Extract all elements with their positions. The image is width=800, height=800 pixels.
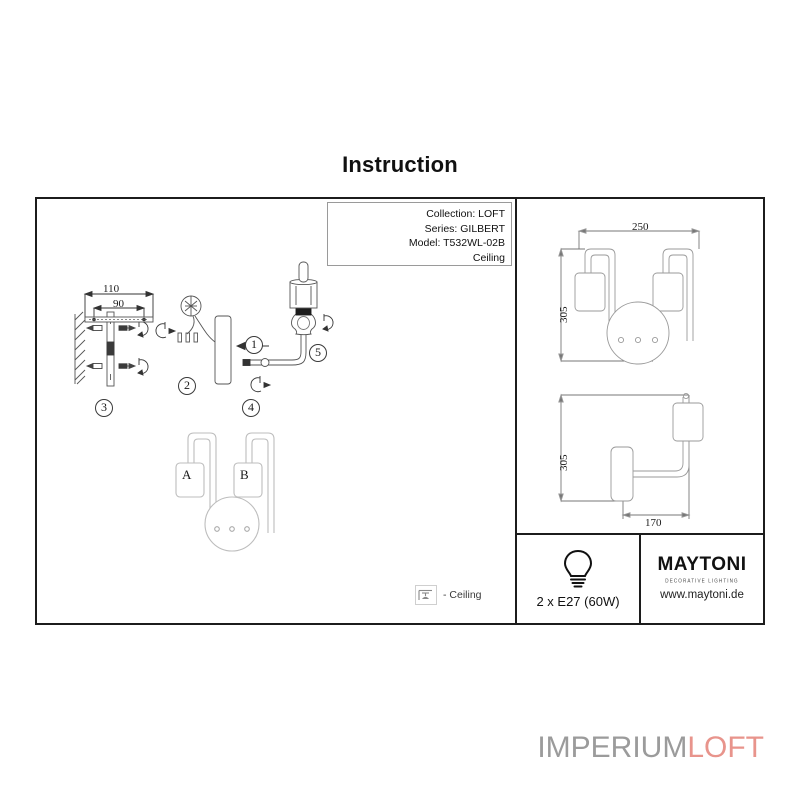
- lamp-spec-text: 2 x E27 (60W): [536, 593, 620, 609]
- product-mounting: Ceiling: [472, 251, 505, 264]
- side-view-height-dim: 305: [558, 454, 570, 472]
- lamp-overview-diagram: [175, 432, 275, 552]
- bracket-dimension-detail: [83, 290, 155, 323]
- instruction-sheet: Collection: LOFT Series: GILBERT Model: …: [35, 197, 765, 625]
- brand-url[interactable]: www.maytoni.de: [660, 589, 744, 601]
- product-series: Series: GILBERT: [424, 222, 505, 235]
- lamp-spec-cell: 2 x E27 (60W): [517, 535, 639, 621]
- callout-step-2: 2: [178, 377, 196, 395]
- lamp-label-b: B: [240, 467, 249, 482]
- light-bulb-icon: [561, 548, 595, 590]
- ceiling-mount-glyph: [418, 589, 432, 600]
- callout-step-1: 1: [245, 336, 263, 354]
- callout-step-5: 5: [309, 344, 327, 362]
- legend-ceiling: - Ceiling: [415, 585, 482, 605]
- page-title: Instruction: [342, 152, 458, 177]
- product-collection: Collection: LOFT: [426, 208, 505, 220]
- front-view-drawing: [558, 228, 701, 365]
- ceiling-mount-icon: [415, 585, 437, 605]
- legend-ceiling-label: - Ceiling: [443, 589, 482, 601]
- front-view-height-dim: 305: [558, 306, 570, 324]
- sheet-divider-brand: [639, 533, 641, 623]
- brand-tagline: DECORATIVE LIGHTING: [665, 577, 739, 584]
- logo-text-loft: LOFT: [687, 731, 764, 764]
- logo-text-imperium: IMPERIUM: [537, 731, 688, 764]
- light-bulb-glyph: [563, 549, 593, 587]
- sheet-divider-vertical: [515, 199, 517, 623]
- product-model: Model: T532WL-02B: [408, 237, 505, 249]
- bracket-dim-outer: 110: [103, 283, 120, 295]
- imperiumloft-logo: IMPERIUMLOFT: [0, 731, 800, 765]
- bracket-dim-inner: 90: [113, 298, 124, 310]
- product-info-box: Collection: LOFT Series: GILBERT Model: …: [327, 202, 512, 266]
- exploded-assembly-diagram: [74, 261, 334, 393]
- brand-cell: MAYTONI DECORATIVE LIGHTING www.maytoni.…: [641, 535, 763, 621]
- brand-name: MAYTONI: [657, 554, 747, 575]
- side-view-drawing: [558, 392, 704, 519]
- side-view-depth-dim: 170: [645, 517, 662, 529]
- front-view-width-dim: 250: [632, 221, 649, 233]
- callout-step-4: 4: [242, 399, 260, 417]
- callout-step-3: 3: [95, 399, 113, 417]
- lamp-label-a: A: [182, 467, 192, 482]
